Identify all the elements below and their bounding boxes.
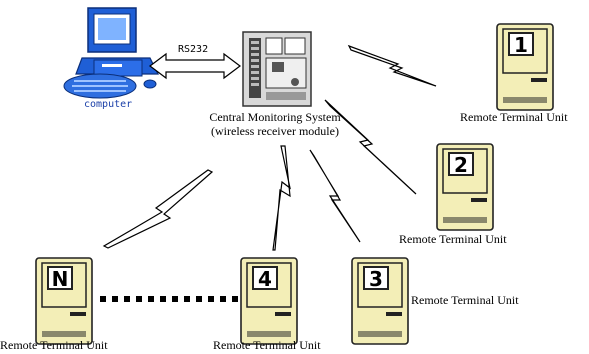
dotted-connection (100, 296, 238, 302)
computer-label: computer (84, 99, 133, 110)
unit-1-number: 1 (514, 33, 528, 57)
rs232-double-arrow (149, 52, 241, 80)
wireless-link-2 (324, 99, 417, 195)
unit-2-number: 2 (454, 153, 468, 177)
unit-1-label: Remote Terminal Unit (460, 110, 568, 124)
unit-4-number: 4 (258, 267, 272, 291)
unit-3-number: 3 (369, 267, 383, 291)
controller-board-icon (242, 31, 312, 107)
unit-n-label: Remote Terminal Unit (0, 338, 108, 352)
unit-3-label: Remote Terminal Unit (411, 293, 519, 307)
rs232-label: RS232 (178, 44, 209, 55)
unit-4-label: Remote Terminal Unit (213, 338, 321, 352)
wireless-link-1 (347, 44, 437, 87)
central-system-label: Central Monitoring System (wireless rece… (190, 110, 360, 138)
computer-icon (63, 7, 159, 99)
central-system-subtitle: (wireless receiver module) (211, 124, 339, 138)
central-system-title: Central Monitoring System (209, 110, 341, 124)
wireless-link-3 (309, 149, 361, 243)
unit-2-label: Remote Terminal Unit (399, 232, 507, 246)
unit-n-number: N (51, 267, 69, 291)
wireless-link-4 (272, 145, 291, 251)
wireless-link-n (102, 169, 214, 249)
